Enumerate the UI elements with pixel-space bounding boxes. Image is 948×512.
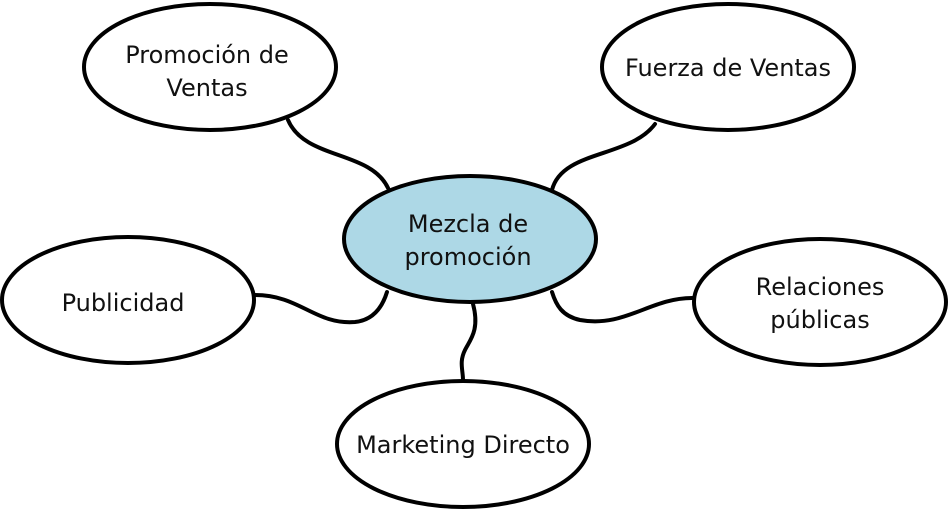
node-center-mezcla-promocion: Mezcla de promoción [342,174,598,304]
node-publicidad: Publicidad [0,235,256,365]
svg-text:Fuerza de Ventas: Fuerza de Ventas [625,54,831,82]
svg-text:Promoción de: Promoción de [125,41,289,69]
link-relaciones-publicas [550,290,694,324]
link-fuerza-ventas [550,122,657,192]
svg-text:Mezcla de: Mezcla de [408,210,528,238]
svg-text:Publicidad: Publicidad [62,289,185,317]
node-marketing-directo: Marketing Directo [335,379,591,509]
svg-text:Ventas: Ventas [166,74,247,102]
link-publicidad [253,290,389,325]
svg-text:promoción: promoción [404,243,531,271]
node-promocion-ventas: Promoción de Ventas [82,2,338,132]
node-relaciones-publicas: Relaciones públicas [692,237,948,367]
link-marketing-directo [459,302,478,382]
svg-text:Relaciones: Relaciones [756,273,885,301]
link-promocion-ventas [286,118,390,190]
svg-text:públicas: públicas [770,306,869,334]
node-fuerza-ventas: Fuerza de Ventas [600,2,856,132]
svg-text:Marketing Directo: Marketing Directo [356,431,570,459]
